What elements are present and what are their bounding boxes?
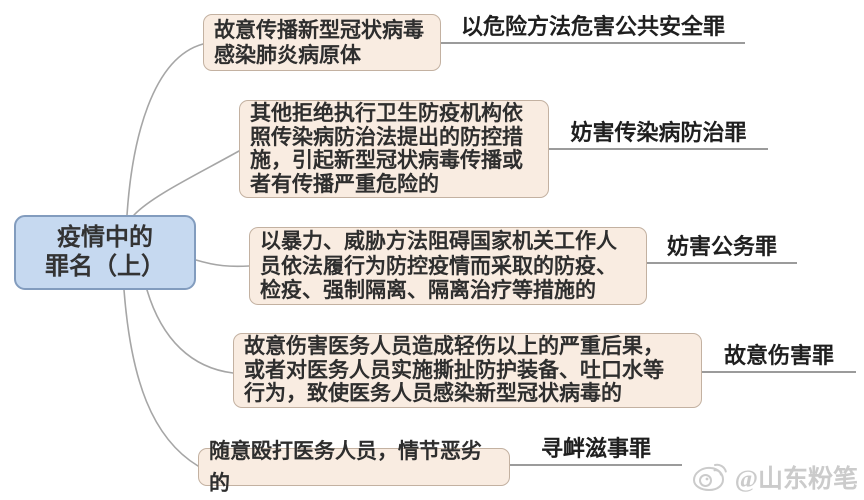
root-node-epidemic-crimes: 疫情中的 罪名（上） <box>14 215 196 290</box>
watermark: @山东粉笔 <box>690 459 858 495</box>
crime-label-obstruct-public-duty: 妨害公务罪 <box>647 233 797 264</box>
connector-branch-2 <box>133 150 240 216</box>
branch-box-beat-medical-staff: 随意殴打医务人员，情节恶劣的 <box>198 439 510 495</box>
branch-box-refuse-prevention-measures: 其他拒绝执行卫生防疫机构依 照传染病防治法提出的防控措 施，引起新型冠状病毒传播… <box>239 100 549 198</box>
connector-branch-4 <box>146 289 234 374</box>
branch-box-injure-medical-staff: 故意伤害医务人员造成轻伤以上的严重后果， 或者对医务人员实施撕扯防护装备、吐口水… <box>233 333 702 408</box>
connector-branch-5 <box>123 289 199 467</box>
crime-label-endanger-public-safety: 以危险方法危害公共安全罪 <box>441 13 745 44</box>
crime-label-intentional-injury: 故意伤害罪 <box>702 342 856 373</box>
branch-box-obstruct-officials: 以暴力、威胁方法阻碍国家机关工作人 员依法履行为防控疫情而采取的防疫、 检疫、强… <box>249 227 647 305</box>
weibo-icon <box>692 463 727 492</box>
crime-label-picking-quarrels: 寻衅滋事罪 <box>510 435 682 466</box>
crime-label-impair-infectious-disease-prevention: 妨害传染病防治罪 <box>549 119 768 150</box>
connector-branch-1 <box>126 43 204 216</box>
branch-box-spread-virus: 故意传播新型冠状病毒 感染肺炎病原体 <box>203 14 441 71</box>
watermark-handle: @山东粉笔 <box>734 466 858 493</box>
connector-branch-3 <box>195 259 250 268</box>
